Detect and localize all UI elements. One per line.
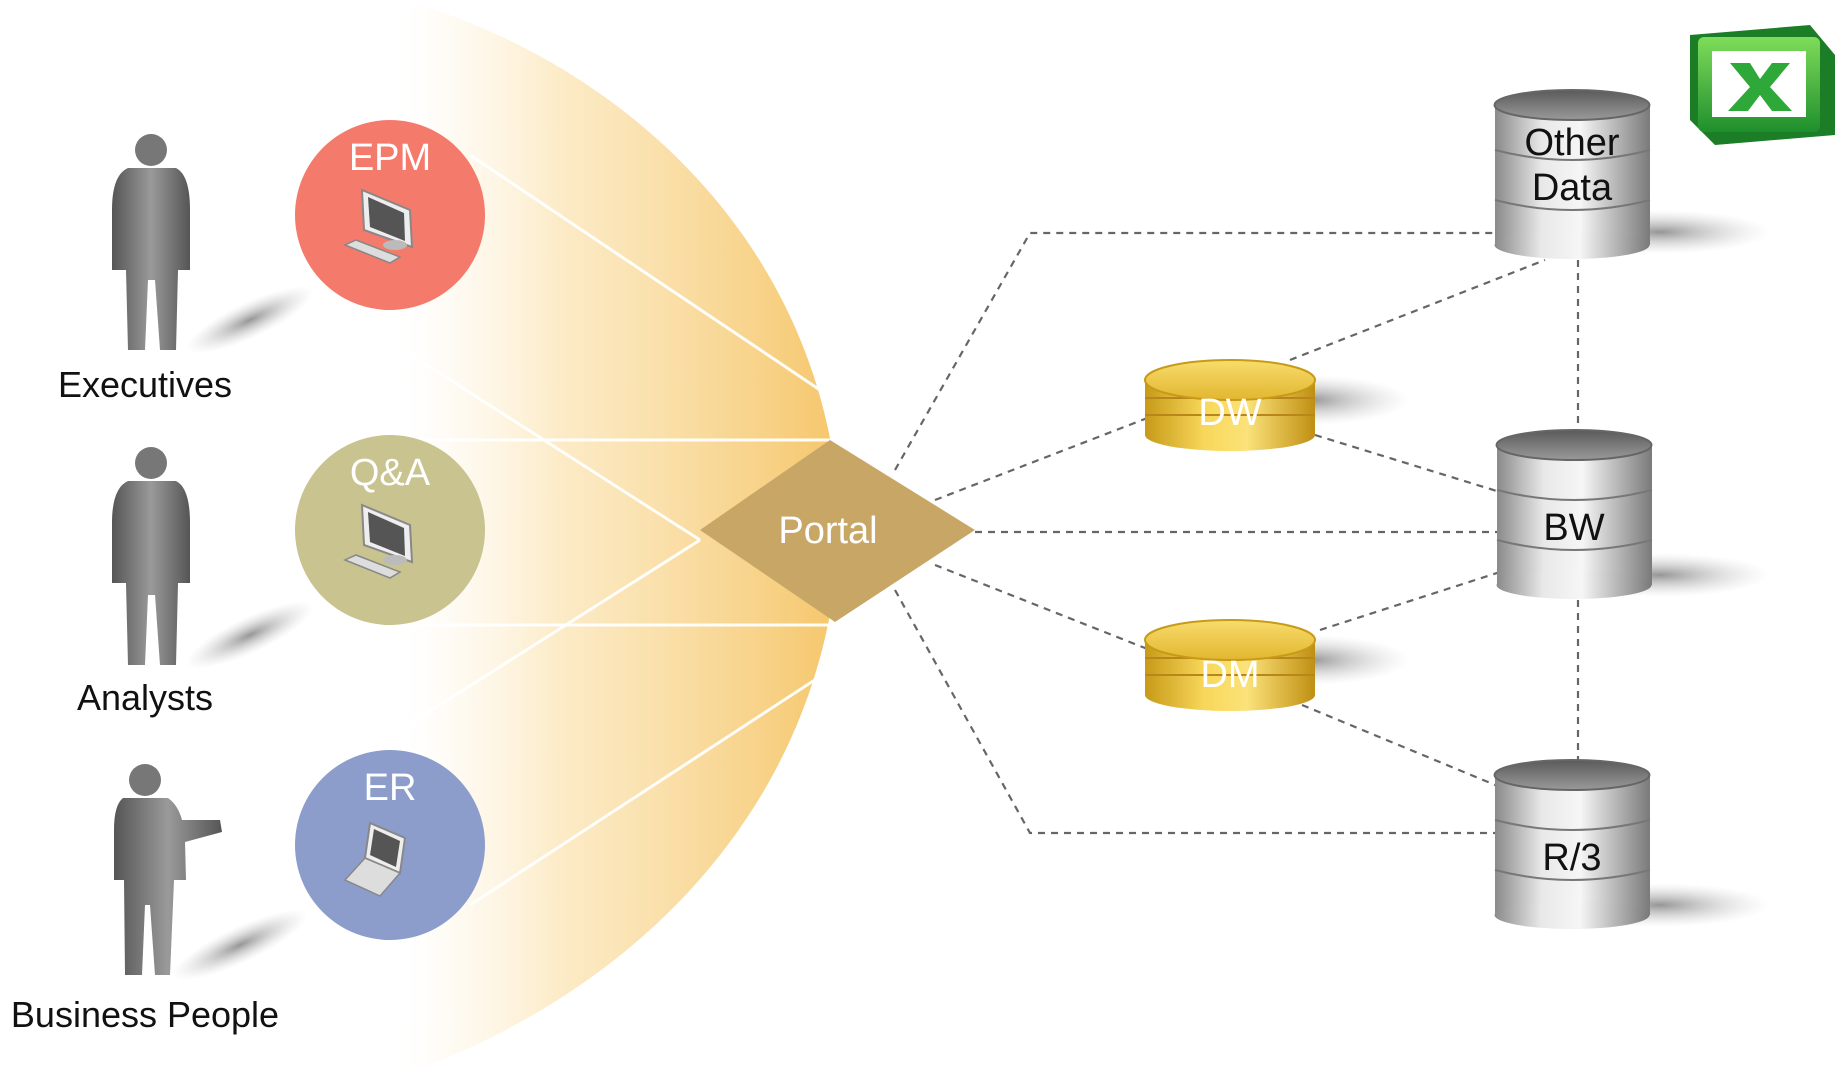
tool-label-qa: Q&A xyxy=(350,452,431,494)
db-body xyxy=(1495,775,1650,915)
audience-label-executives: Executives xyxy=(58,364,232,405)
tool-qa[interactable]: Q&A xyxy=(295,435,485,625)
tool-epm[interactable]: EPM xyxy=(295,120,485,310)
connector-lines xyxy=(894,231,1580,835)
analyst-figure xyxy=(112,447,314,669)
tool-label-er: ER xyxy=(364,767,417,809)
source-label-other: Other xyxy=(1524,122,1619,164)
executive-figure xyxy=(112,134,314,354)
desktop-computer-icon xyxy=(343,188,414,264)
source-label-bw: BW xyxy=(1543,507,1604,549)
tool-er[interactable]: ER xyxy=(295,750,485,940)
portal-diamond xyxy=(700,440,975,622)
excel-icon[interactable] xyxy=(1690,25,1835,145)
beam-lines xyxy=(379,153,840,907)
portal-label: Portal xyxy=(778,510,877,552)
tool-label-epm: EPM xyxy=(349,137,431,179)
mart-dm[interactable]: DM xyxy=(1144,619,1410,711)
db-body xyxy=(1495,105,1650,245)
portal-node[interactable]: Portal xyxy=(700,440,975,622)
mart-label-dm: DM xyxy=(1200,654,1259,696)
audience-label-business-people: Business People xyxy=(11,994,279,1035)
desktop-computer-icon xyxy=(343,503,414,579)
fan-shape xyxy=(405,0,840,1074)
source-label-data: Data xyxy=(1532,167,1613,209)
mart-label-dw: DW xyxy=(1198,392,1261,434)
db-body xyxy=(1497,445,1652,585)
source-bw[interactable]: BW xyxy=(1495,429,1771,599)
source-r3[interactable]: R/3 xyxy=(1493,759,1771,929)
source-label-r3: R/3 xyxy=(1542,837,1601,879)
source-other-data[interactable]: Other Data xyxy=(1493,89,1771,259)
business-person-figure xyxy=(114,764,309,981)
laptop-icon xyxy=(343,821,407,897)
mart-dw[interactable]: DW xyxy=(1144,359,1410,451)
audience-label-analysts: Analysts xyxy=(77,677,213,718)
